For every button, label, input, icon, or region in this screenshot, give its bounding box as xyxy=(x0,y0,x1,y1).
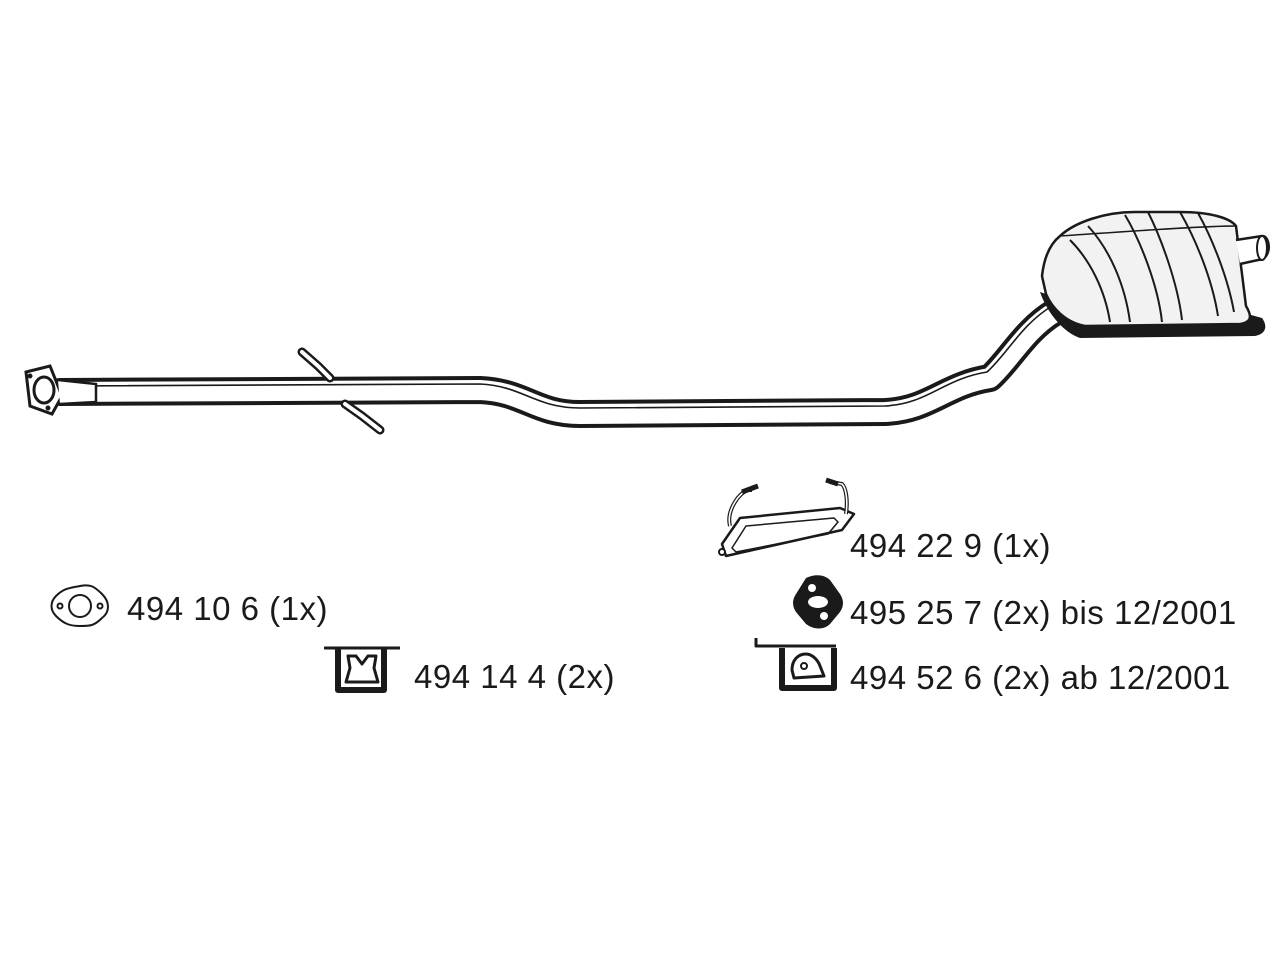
flange-gasket-label: 494 10 6 (1x) xyxy=(127,590,328,627)
flange-gasket-icon xyxy=(50,584,109,628)
exhaust-pipe xyxy=(46,298,1069,428)
inlet-flange xyxy=(24,364,98,416)
mounting-bracket-icon xyxy=(718,477,856,558)
rubber-ring-mount-icon xyxy=(793,575,843,629)
rubber-strap-mount-label: 494 52 6 (2x) ab 12/2001 xyxy=(850,659,1231,696)
rubber-ring-mount-label: 495 25 7 (2x) bis 12/2001 xyxy=(850,594,1237,631)
rear-muffler xyxy=(1040,210,1270,338)
rubber-hanger-icon xyxy=(324,646,400,693)
rubber-strap-mount-icon xyxy=(754,638,837,691)
mounting-bracket-label: 494 22 9 (1x) xyxy=(850,527,1051,564)
pipe-hanger-rods xyxy=(297,347,385,435)
rubber-hanger-label: 494 14 4 (2x) xyxy=(414,658,615,695)
